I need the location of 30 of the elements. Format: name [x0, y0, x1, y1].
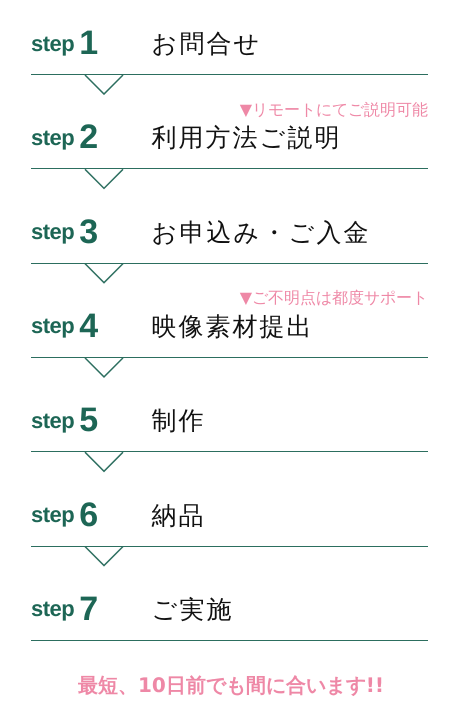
- step-word: step: [31, 408, 74, 434]
- step-number: 1: [79, 24, 100, 63]
- step-number: 7: [79, 590, 100, 629]
- chevron-arrow: [84, 74, 124, 96]
- step-word: step: [31, 313, 74, 340]
- step-number: 4: [79, 306, 100, 346]
- step-title: お申込み・ご入金: [151, 216, 370, 249]
- step-note: ▼ご不明点は都度サポート: [240, 288, 428, 309]
- step-note: ▼リモートにてご説明可能: [240, 100, 428, 121]
- step-title: お問合せ: [151, 28, 262, 60]
- footer-note: 最短、10日前でも間に合います!!: [76, 672, 386, 699]
- step-title: 映像素材提出: [151, 310, 314, 343]
- step-word: step: [31, 30, 74, 56]
- step-number: 5: [79, 401, 100, 440]
- step-title: 利用方法ご説明: [151, 122, 342, 154]
- step-title: 制作: [151, 405, 206, 438]
- step-title: ご実施: [151, 594, 234, 626]
- chevron-arrow: [84, 263, 124, 284]
- step-title: 納品: [151, 500, 206, 532]
- step-word: step: [31, 219, 74, 246]
- step-number: 2: [79, 118, 100, 158]
- step-word: step: [31, 124, 74, 151]
- step-number: 6: [79, 496, 100, 534]
- step-number: 3: [79, 212, 100, 252]
- step-word: step: [31, 596, 74, 622]
- chevron-arrow: [84, 452, 124, 472]
- chevron-arrow: [84, 357, 124, 378]
- step-word: step: [31, 502, 74, 528]
- chevron-arrow: [84, 546, 124, 567]
- chevron-arrow: [84, 168, 124, 190]
